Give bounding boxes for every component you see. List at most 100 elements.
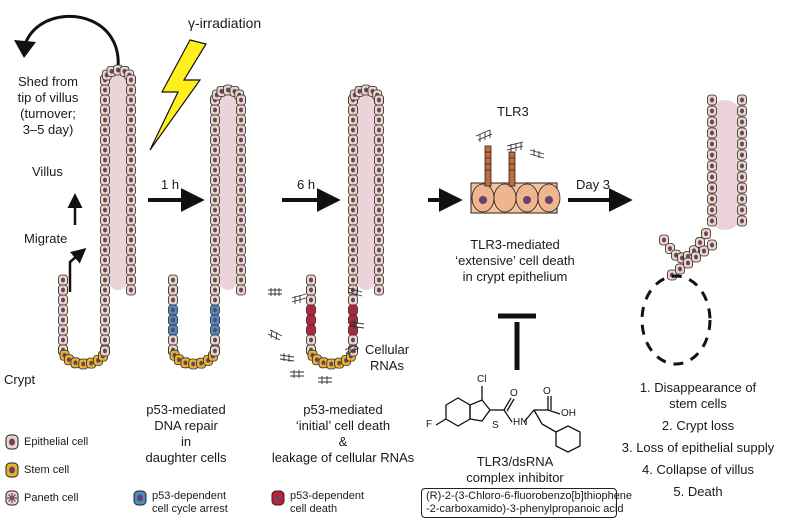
epithelial-cell bbox=[737, 94, 747, 106]
epithelial-cell bbox=[374, 244, 384, 256]
outcomes-list: 1. Disappearance of stem cells 2. Crypt … bbox=[618, 380, 778, 500]
epithelial-cell bbox=[188, 358, 199, 370]
outcome-line: 5. Death bbox=[673, 484, 723, 499]
inhibitor-structure bbox=[435, 386, 581, 453]
shed-arrowhead bbox=[14, 40, 36, 58]
epithelial-cell bbox=[374, 154, 384, 166]
epithelial-cell bbox=[707, 127, 717, 139]
epithelial-cell bbox=[100, 224, 110, 236]
epithelial-cell bbox=[348, 304, 358, 316]
epithelial-cell bbox=[691, 251, 701, 263]
epithelial-cell bbox=[100, 234, 110, 246]
epithelial-cell bbox=[168, 304, 178, 316]
epithelial-cell bbox=[348, 244, 358, 256]
epithelial-cell bbox=[100, 134, 110, 146]
epithelial-cell bbox=[126, 184, 136, 196]
legend-label: Paneth cell bbox=[24, 491, 79, 504]
epithelial-cell bbox=[236, 224, 246, 236]
epithelial-cell bbox=[100, 294, 110, 306]
epithelial-cell bbox=[236, 254, 246, 266]
epithelial-cell bbox=[374, 134, 384, 146]
lightning-icon bbox=[149, 39, 207, 151]
legend-paneth: Paneth cell bbox=[4, 490, 78, 506]
inhibitor-title-line: complex inhibitor bbox=[466, 470, 564, 485]
epithelial-cell bbox=[100, 204, 110, 216]
caption-line: p53-mediated bbox=[146, 402, 226, 417]
epithelial-cell bbox=[100, 184, 110, 196]
epithelial-cell bbox=[210, 274, 220, 286]
epithelial-cell bbox=[210, 184, 220, 196]
epithelial-cell bbox=[100, 304, 110, 316]
epithelial-cell bbox=[210, 194, 220, 206]
epithelial-cell bbox=[210, 214, 220, 226]
caption-line: in bbox=[180, 434, 192, 449]
epithelial-cell bbox=[126, 144, 136, 156]
epithelial-cell bbox=[126, 94, 136, 106]
epithelial-cell bbox=[58, 294, 68, 306]
epithelial-cell bbox=[348, 104, 358, 116]
chem-n: N bbox=[520, 417, 528, 428]
epithelial-cell bbox=[374, 144, 384, 156]
paneth-cell-icon bbox=[5, 490, 19, 506]
epithelial-cell bbox=[374, 174, 384, 186]
epithelial-cell bbox=[100, 324, 110, 336]
epithelial-cell bbox=[100, 214, 110, 226]
epithelial-cell bbox=[100, 94, 110, 106]
legend-label: cell death bbox=[290, 503, 338, 515]
epithelial-cell bbox=[374, 114, 384, 126]
epithelial-cell bbox=[210, 154, 220, 166]
stimulus-label: γ-irradiation bbox=[188, 15, 262, 31]
epithelial-cell bbox=[58, 324, 68, 336]
epithelial-cell bbox=[306, 304, 316, 316]
chem-o-label: O bbox=[510, 388, 518, 399]
lost-crypt-outline bbox=[640, 274, 712, 366]
epithelial-cell bbox=[737, 182, 747, 194]
epithelial-cell bbox=[126, 264, 136, 276]
epithelial-cell bbox=[348, 174, 358, 186]
epithelial-cell bbox=[100, 314, 110, 326]
epithelial-cell bbox=[326, 358, 337, 370]
villus-core bbox=[357, 94, 375, 290]
epithelial-cell bbox=[707, 193, 717, 205]
epithelial-cell bbox=[126, 234, 136, 246]
epithelial-cell bbox=[236, 154, 246, 166]
epithelial-cell bbox=[126, 284, 136, 296]
epithelial-cell bbox=[236, 194, 246, 206]
epithelial-cell bbox=[168, 334, 178, 346]
epithelial-cell bbox=[126, 244, 136, 256]
epithelial-cell bbox=[348, 254, 358, 266]
epithelial-cell bbox=[659, 234, 669, 246]
epithelial-cell bbox=[707, 149, 717, 161]
epithelial-cell bbox=[675, 263, 685, 275]
epithelial-cell bbox=[210, 294, 220, 306]
epithelial-cell bbox=[236, 234, 246, 246]
migrate-arrow bbox=[68, 248, 87, 292]
legend-stem: Stem cell bbox=[4, 462, 69, 478]
epithelial-cell bbox=[210, 204, 220, 216]
epithelial-cell bbox=[126, 224, 136, 236]
epithelial-cell bbox=[374, 124, 384, 136]
epithelial-cell bbox=[210, 144, 220, 156]
epithelial-cell bbox=[707, 116, 717, 128]
epithelial-cell bbox=[348, 164, 358, 176]
legend-epithelial: Epithelial cell bbox=[4, 434, 88, 450]
outcome-line: stem cells bbox=[669, 396, 727, 411]
epithelial-cell bbox=[100, 194, 110, 206]
epithelial-cell bbox=[374, 194, 384, 206]
epithelial-cell bbox=[348, 134, 358, 146]
legend-label: Epithelial cell bbox=[24, 435, 89, 448]
stem-cell-icon bbox=[5, 462, 19, 478]
epithelial-cell bbox=[100, 244, 110, 256]
epithelial-cell bbox=[210, 284, 220, 296]
epithelial-cell bbox=[100, 264, 110, 276]
epithelial-cell bbox=[100, 144, 110, 156]
legend-label: p53-dependent bbox=[152, 490, 227, 502]
epithelial-cell bbox=[210, 114, 220, 126]
epithelial-cell bbox=[168, 284, 178, 296]
epithelial-cell bbox=[210, 314, 220, 326]
epithelial-cell bbox=[210, 334, 220, 346]
chem-f-label: F bbox=[426, 419, 433, 430]
epithelial-cell bbox=[126, 274, 136, 286]
epithelial-cell bbox=[707, 105, 717, 117]
